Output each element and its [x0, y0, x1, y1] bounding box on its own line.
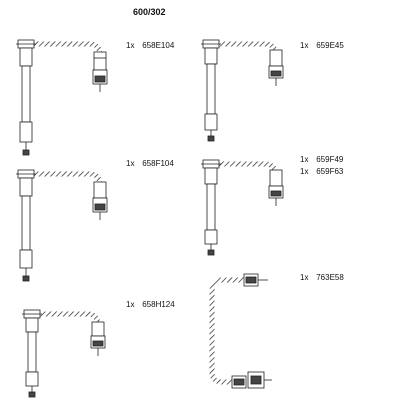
part-label-658E104: 1x 658E104	[126, 41, 175, 50]
lead-659E45-drawing	[201, 39, 284, 142]
diagram-title: 600/302	[133, 7, 166, 17]
part-label-658F104: 1x 658F104	[126, 159, 174, 168]
part-label-763E58: 1x 763E58	[300, 273, 344, 282]
part-label-659F49: 1x 659F49	[300, 155, 344, 164]
lead-658F104-drawing	[16, 169, 108, 282]
lead-658E104-drawing	[16, 39, 108, 156]
part-label-659E45: 1x 659E45	[300, 41, 344, 50]
lead-658H124-drawing	[22, 309, 106, 398]
part-label-659F63: 1x 659F63	[300, 167, 344, 176]
lead-659F49-drawing	[201, 159, 284, 256]
lead-763E58-drawing	[209, 273, 272, 389]
part-label-658H124: 1x 658H124	[126, 300, 175, 309]
